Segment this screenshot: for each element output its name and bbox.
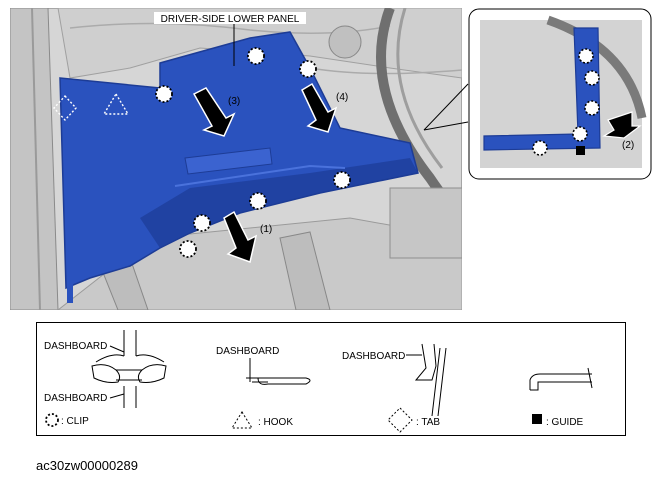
inset-wheel [546, 15, 647, 119]
clip-marker [179, 240, 197, 258]
legend-leader [109, 345, 125, 353]
legend-clip-label: : CLIP [61, 416, 89, 427]
title-label: DRIVER-SIDE LOWER PANEL [161, 14, 300, 25]
arrow-1 [223, 210, 258, 263]
step-label-4: (4) [336, 92, 348, 103]
door-pillar [10, 8, 59, 310]
legend-dashboard-label-3: DASHBOARD [216, 346, 279, 357]
steering-column-knob [328, 25, 362, 59]
legend-dashboard-label-2: DASHBOARD [44, 393, 107, 404]
legend-dashboard-label-1: DASHBOARD [44, 341, 107, 352]
door-pillar-edge [31, 8, 41, 310]
steering-wheel-inner [396, 8, 444, 169]
clip-diagram [91, 330, 167, 408]
clip-marker [193, 214, 211, 232]
guide-diagram [529, 367, 593, 391]
legend-tab-label: : TAB [416, 417, 440, 428]
clip-icon [45, 413, 59, 427]
title-label-bg [154, 12, 306, 24]
console-right [389, 187, 462, 259]
clip-markers [155, 47, 351, 258]
clip-marker [572, 126, 588, 142]
pedal-right [279, 231, 331, 310]
clip-marker [584, 100, 600, 116]
document-code: ac30zw00000289 [36, 458, 138, 473]
legend-box: DASHBOARD DASHBOARD DASHBOARD DASHBOARD … [36, 322, 626, 436]
clip-marker [584, 70, 600, 86]
clip-marker [333, 171, 351, 189]
lower-panel-ridge [174, 164, 346, 187]
hook-icon [231, 411, 253, 429]
legend-leader [109, 393, 125, 399]
guide-marker [576, 146, 585, 155]
arrow-2 [602, 111, 642, 139]
clip-marker [578, 48, 594, 64]
inset-clip-markers [532, 48, 600, 156]
step-label-3: (3) [228, 96, 240, 107]
tab-diagram [414, 343, 447, 417]
legend-frame [36, 322, 626, 436]
lower-panel-vent [184, 147, 273, 175]
legend-guide-label: : GUIDE [546, 417, 584, 428]
hook-diagram [246, 358, 311, 385]
main-illustration: DRIVER-SIDE LOWER PANEL (3) (4) (1) [10, 8, 462, 310]
tab-marker [53, 94, 77, 122]
legend-dashboard-label-4: DASHBOARD [342, 351, 405, 362]
clip-marker [249, 192, 267, 210]
legend-hook-label: : HOOK [258, 417, 293, 428]
arrow-3 [192, 87, 236, 137]
clip-marker [532, 140, 548, 156]
clip-marker [247, 47, 265, 65]
step-label-1: (1) [260, 224, 272, 235]
clip-marker [299, 60, 317, 78]
arrow-4 [301, 82, 338, 133]
clip-marker [155, 85, 173, 103]
step-label-2: (2) [622, 140, 634, 151]
tab-icon [387, 407, 413, 433]
inset-leader-lines [423, 83, 469, 131]
inset-illustration: (2) [468, 8, 652, 180]
guide-icon [532, 414, 542, 424]
